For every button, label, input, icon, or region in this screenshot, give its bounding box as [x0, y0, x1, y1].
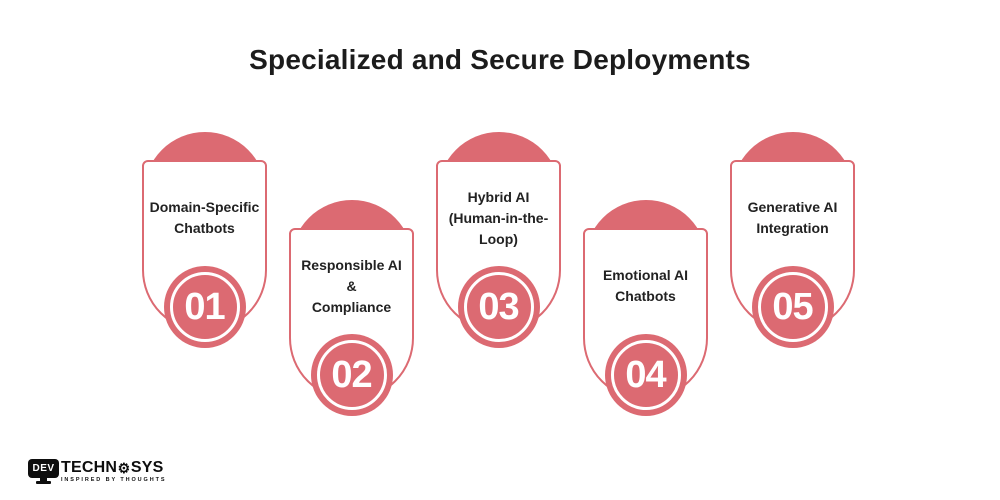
badge-ring — [757, 272, 828, 342]
logo-monitor-stand — [40, 478, 47, 481]
logo-monitor-icon: DEV — [28, 459, 59, 487]
card-label: Generative AI Integration — [747, 199, 838, 236]
card-generative-ai-integration: Generative AI Integration 05 — [730, 132, 855, 350]
card-body: Hybrid AI (Human-in-the- Loop) 03 — [436, 160, 561, 348]
card-body: Emotional AI Chatbots 04 — [583, 228, 708, 416]
card-label: Hybrid AI (Human-in-the- Loop) — [448, 188, 549, 247]
badge-number: 02 — [331, 353, 372, 396]
card-responsible-ai-compliance: Responsible AI & Compliance 02 — [289, 200, 414, 418]
number-badge: 02 — [310, 334, 393, 416]
badge-number: 03 — [478, 285, 519, 328]
logo-brand-left: TECHN — [61, 459, 118, 476]
devtechnosys-logo: DEV TECHN ⚙ SYS INSPIRED BY THOUGHTS — [28, 459, 166, 487]
logo-monitor-screen: DEV — [28, 459, 59, 478]
card-body: Domain-Specific Chatbots 01 — [142, 160, 267, 348]
number-badge: 04 — [604, 334, 687, 416]
badge-ring — [169, 272, 240, 342]
badge-number: 04 — [625, 353, 666, 396]
logo-tagline: INSPIRED BY THOUGHTS — [61, 477, 167, 483]
card-label: Emotional AI Chatbots — [602, 267, 689, 304]
card-body: Responsible AI & Compliance 02 — [289, 228, 414, 416]
logo-monitor-base — [36, 481, 51, 484]
card-hybrid-ai-human-in-the-loop: Hybrid AI (Human-in-the- Loop) 03 — [436, 132, 561, 350]
card-body: Generative AI Integration 05 — [730, 160, 855, 348]
badge-ring — [610, 340, 681, 410]
badge-ring — [316, 340, 387, 410]
badge-number: 01 — [184, 285, 225, 328]
number-badge: 03 — [457, 266, 540, 348]
card-domain-specific-chatbots: Domain-Specific Chatbots 01 — [142, 132, 267, 350]
page-title: Specialized and Secure Deployments — [249, 44, 751, 75]
badge-number: 05 — [772, 285, 813, 328]
card-label: Responsible AI & Compliance — [301, 256, 402, 315]
logo-brand-right: SYS — [130, 459, 164, 476]
gear-icon: ⚙ — [117, 459, 131, 476]
badge-ring — [463, 272, 534, 342]
logo-brand-row: TECHN ⚙ SYS — [61, 459, 166, 476]
number-badge: 05 — [751, 266, 834, 348]
card-emotional-ai-chatbots: Emotional AI Chatbots 04 — [583, 200, 708, 418]
card-label: Domain-Specific Chatbots — [149, 199, 260, 236]
number-badge: 01 — [163, 266, 246, 348]
logo-text-block: TECHN ⚙ SYS INSPIRED BY THOUGHTS — [61, 459, 166, 483]
